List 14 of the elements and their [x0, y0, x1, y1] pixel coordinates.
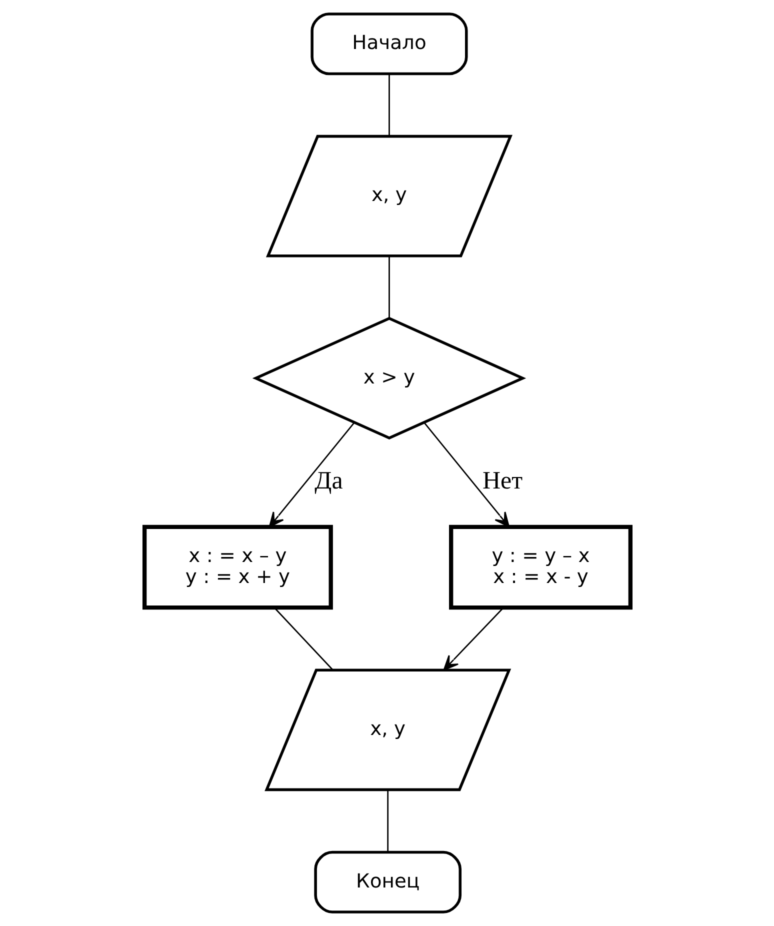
connector — [388, 256, 390, 318]
connector — [386, 790, 388, 852]
node-box: Конец — [314, 850, 462, 914]
edge-label: Да — [314, 468, 342, 495]
edge-label: Нет — [482, 468, 522, 495]
connector — [388, 74, 390, 136]
arrow — [268, 422, 354, 528]
node-box: Начало — [310, 12, 468, 76]
node-box: y : = y – x x : = x - y — [448, 524, 632, 610]
arrow — [442, 607, 504, 671]
arrow — [423, 422, 510, 528]
connector — [273, 607, 333, 670]
node-box: x : = x – y y : = x + y — [142, 524, 332, 610]
node-diamond: x > y — [252, 316, 526, 440]
